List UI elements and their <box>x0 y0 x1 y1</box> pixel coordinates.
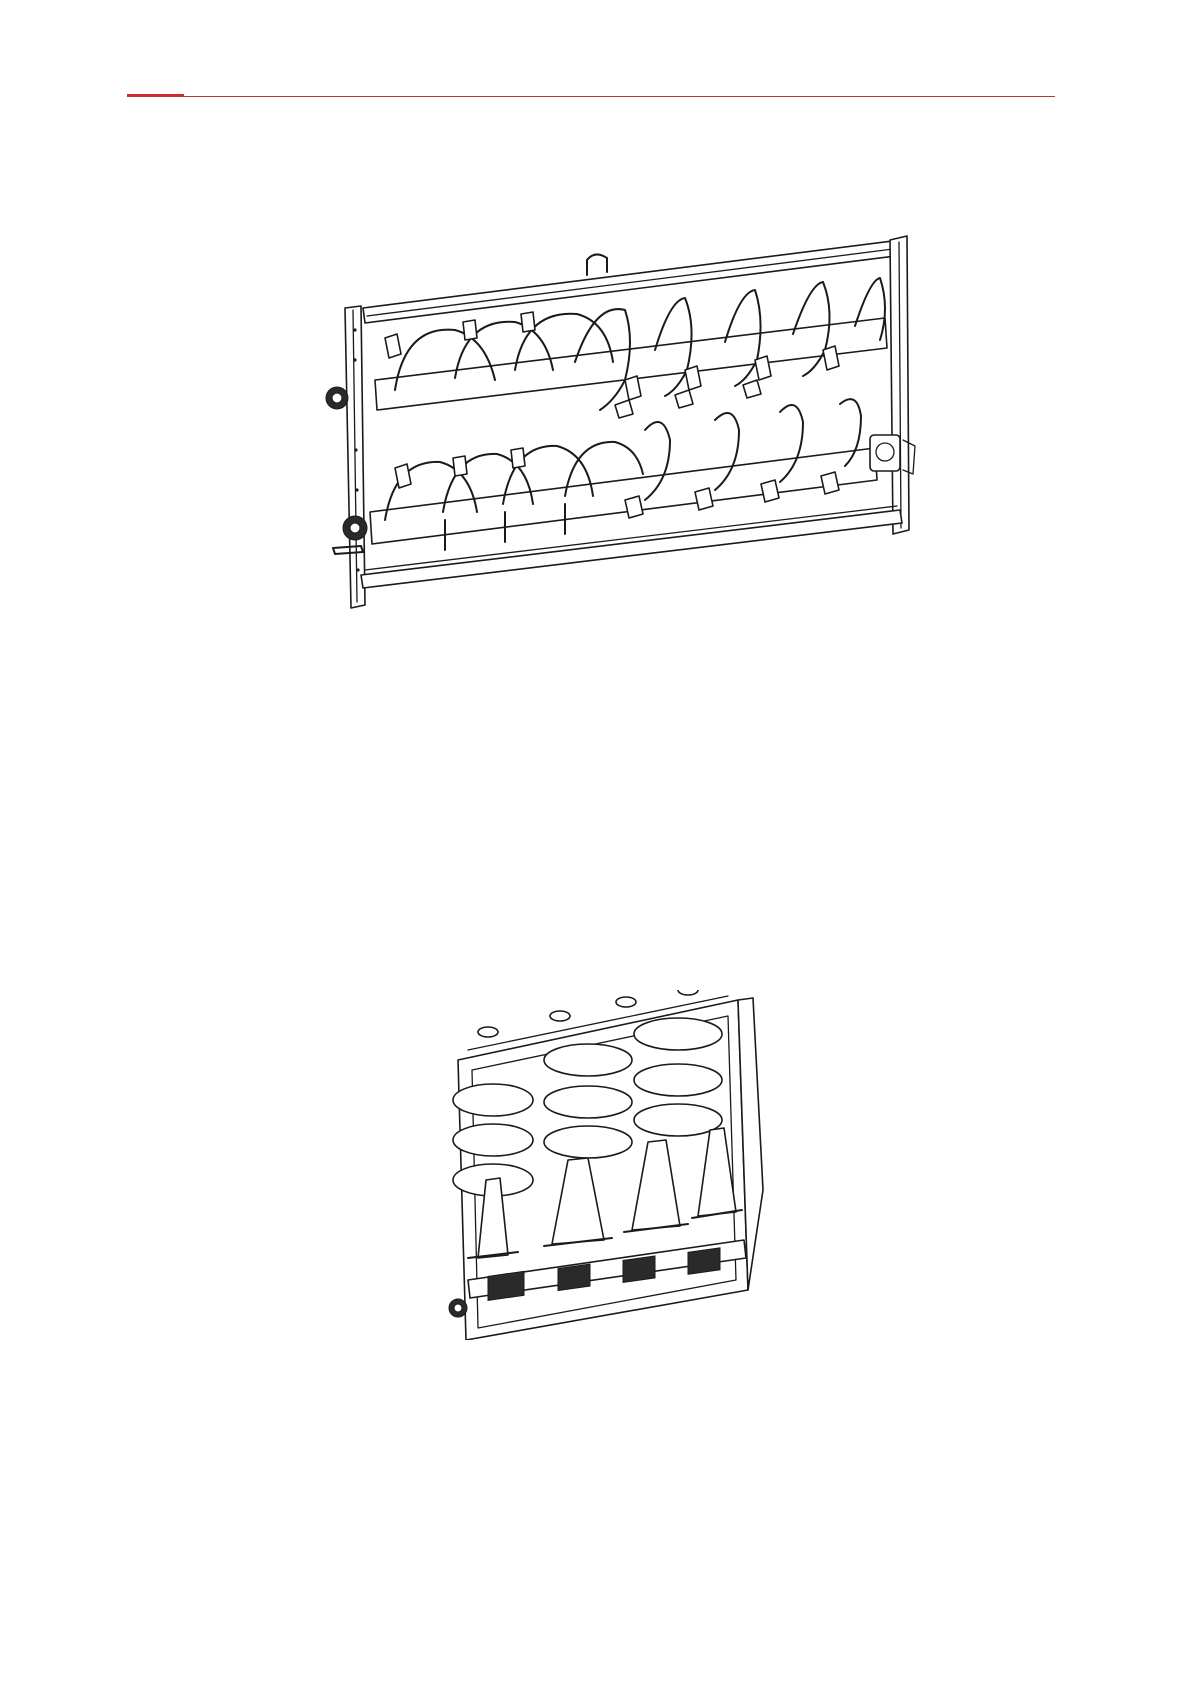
left-sprocket <box>449 1299 467 1317</box>
auger-frame-drawing <box>325 230 930 655</box>
left-sprocket-upper <box>326 387 348 409</box>
header-rule <box>127 96 1055 97</box>
left-sprocket-lower <box>343 516 367 540</box>
distributor-assembly-drawing <box>448 990 798 1340</box>
lift-hook <box>587 254 607 275</box>
auger-frame-svg <box>325 230 930 655</box>
distributor-assembly-svg <box>448 990 798 1340</box>
